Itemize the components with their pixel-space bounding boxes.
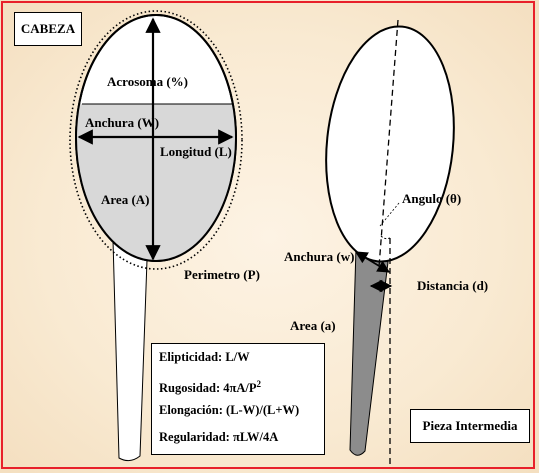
area-a-label: Area (A) [101, 192, 150, 207]
formula-line: Elipticidad: L/W [159, 346, 324, 373]
formula-line: Elongación: (L-W)/(L+W) [159, 399, 324, 426]
formula-name: Elongación: [159, 403, 223, 417]
formula-line: Rugosidad: 4πA/P2 [159, 373, 324, 400]
longitud-label: Longitud (L) [160, 144, 232, 159]
angle-pointer [379, 202, 400, 227]
formula-name: Elipticidad: [159, 350, 223, 364]
formula-expression: 4πA/P [220, 380, 257, 395]
left-tail [112, 239, 148, 462]
formula-name: Rugosidad: [159, 380, 221, 395]
anchura-small-w-label: Anchura (w) [284, 249, 354, 264]
perimeter-dotted [69, 10, 243, 270]
anchura-w-label: Anchura (W) [85, 115, 159, 130]
formula-expression: (L-W)/(L+W) [222, 403, 300, 417]
midpiece-width-arrow [354, 251, 391, 273]
head-axis-dashed [378, 19, 399, 268]
pieza-intermedia-label-box: Pieza Intermedia [410, 409, 530, 443]
formula-expression: L/W [222, 350, 250, 364]
acrosoma-label: Acrosoma (%) [107, 74, 188, 89]
midpiece [349, 247, 389, 456]
cabeza-label-box: CABEZA [14, 12, 82, 46]
angulo-label: Angulo (θ) [402, 191, 461, 206]
formula-name: Regularidad: [159, 429, 230, 444]
formula-expression: πLW/4A [229, 429, 279, 444]
left-head-outline [75, 14, 237, 262]
formula-superscript: 2 [256, 378, 262, 389]
area-small-a-label: Area (a) [290, 318, 336, 333]
perimetro-label: Perimetro (P) [184, 267, 260, 282]
angle-arc [380, 235, 391, 240]
distancia-label: Distancia (d) [417, 278, 488, 293]
formula-line: Regularidad: πLW/4A [159, 426, 324, 453]
